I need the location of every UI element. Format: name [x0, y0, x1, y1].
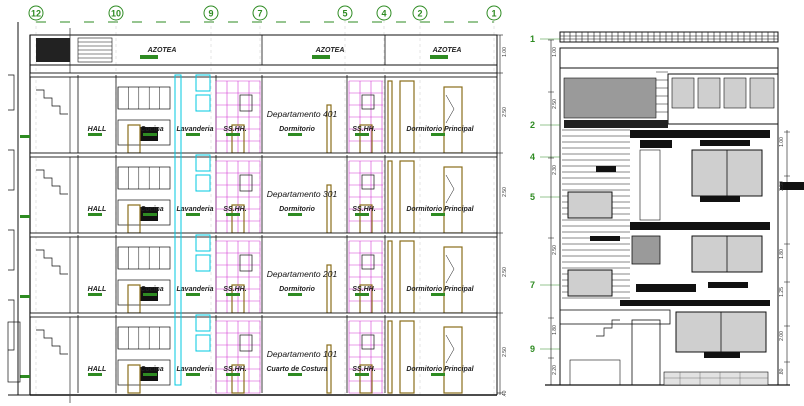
level-marker: 5 [530, 192, 535, 202]
dimension-text: 2.50 [779, 181, 785, 191]
grid-axis-bubble [337, 5, 353, 21]
roof-label-1: AZOTEA [147, 47, 177, 54]
roof-label-2: AZOTEA [315, 47, 345, 54]
section-dimension-string: 1.00 2.50 2.50 2.50 2.50 .40 [497, 34, 508, 397]
grid-axis-bubble [108, 5, 124, 21]
grid-axis-label: 4 [381, 9, 386, 19]
dimension-text: 1.00 [552, 47, 558, 57]
room-label: Lavanderia [177, 286, 214, 293]
dimension-text: 2.00 [779, 331, 785, 341]
grid-axis-bubble [376, 5, 392, 21]
room-label: Lavanderia [177, 206, 214, 213]
dimension-text: 1.00 [779, 137, 785, 147]
department-title: Departamento 401 [267, 109, 338, 119]
room-label: Lavanderia [177, 366, 214, 373]
building-section: 12 10 9 7 5 4 2 1 AZOTEA AZOTEA AZOTEA Departam… [7, 5, 508, 403]
dimension-text: 2.50 [502, 347, 508, 357]
room-label: Dormitorio Principal [406, 206, 474, 213]
dimension-text: .80 [779, 368, 785, 375]
level-marker: 4 [530, 152, 535, 162]
room-label: Cocina [140, 366, 163, 373]
dimension-text: 2.50 [502, 107, 508, 117]
room-label: SS.HH. [223, 206, 246, 213]
dimension-text: 1.80 [552, 325, 558, 335]
room-label: Dormitorio Principal [406, 286, 474, 293]
room-label: Cocina [140, 126, 163, 133]
room-label: SS.HH. [352, 206, 375, 213]
dimension-text: 2.50 [552, 245, 558, 255]
level-marker: 7 [530, 280, 535, 290]
room-label: HALL [88, 126, 107, 133]
room-label: SS.HH. [352, 126, 375, 133]
dimension-text: 2.30 [552, 165, 558, 175]
room-label: Dormitorio Principal [406, 126, 474, 133]
grid-axis-bubble [252, 5, 268, 21]
level-marker: 2 [530, 120, 535, 130]
grid-axis-label: 12 [31, 9, 41, 19]
room-label: Lavanderia [177, 126, 214, 133]
grid-axis-label: 9 [208, 9, 213, 19]
room-label: SS.HH. [352, 286, 375, 293]
department-title: Departamento 101 [267, 349, 338, 359]
room-label: Dormitorio [279, 126, 316, 133]
grid-axis-label: 10 [111, 9, 121, 19]
grid-axis-bubble [203, 5, 219, 21]
room-label: Dormitorio [279, 286, 316, 293]
grid-axes: 12 10 9 7 5 4 2 1 [28, 5, 502, 395]
room-label: Dormitorio [279, 206, 316, 213]
room-label: HALL [88, 206, 107, 213]
dimension-text: 2.50 [502, 267, 508, 277]
grid-axis-label: 7 [257, 9, 262, 19]
grid-axis-label: 5 [342, 9, 347, 19]
roof-label-3: AZOTEA [432, 47, 462, 54]
grid-axis-bubble [412, 5, 428, 21]
elevation-dimension-strings: 1.00 2.50 2.30 2.50 1.80 2.20 1.00 2.50 1.80 1.25… [548, 39, 790, 385]
room-label: HALL [88, 286, 107, 293]
glass-columns [174, 74, 211, 386]
dimension-text: 2.20 [552, 365, 558, 375]
room-label: Dormitorio Principal [406, 366, 474, 373]
dimension-text: 2.50 [552, 99, 558, 109]
department-title: Departamento 201 [267, 269, 338, 279]
elevation-levels: 1 2 4 5 7 9 [530, 34, 560, 354]
department-title: Departamento 301 [267, 189, 338, 199]
room-label: SS.HH. [223, 286, 246, 293]
dimension-text: .40 [502, 390, 508, 397]
grid-axis-bubble [28, 5, 44, 21]
dimension-text: 2.50 [502, 187, 508, 197]
level-marker: 1 [530, 34, 535, 44]
room-label: Cuarto de Costura [266, 366, 327, 373]
level-marker: 9 [530, 344, 535, 354]
dimension-text: 1.80 [779, 249, 785, 259]
grid-axis-label: 1 [491, 9, 496, 19]
grid-axis-label: 2 [417, 9, 422, 19]
room-label: SS.HH. [223, 366, 246, 373]
stairs [7, 74, 68, 383]
room-label: HALL [88, 366, 107, 373]
room-label: SS.HH. [223, 126, 246, 133]
room-label: Cocina [140, 206, 163, 213]
room-label: SS.HH. [352, 366, 375, 373]
grid-axis-bubble [486, 5, 502, 21]
room-label: Cocina [140, 286, 163, 293]
dimension-text: 1.00 [502, 47, 508, 57]
dimension-text: 1.25 [779, 287, 785, 297]
